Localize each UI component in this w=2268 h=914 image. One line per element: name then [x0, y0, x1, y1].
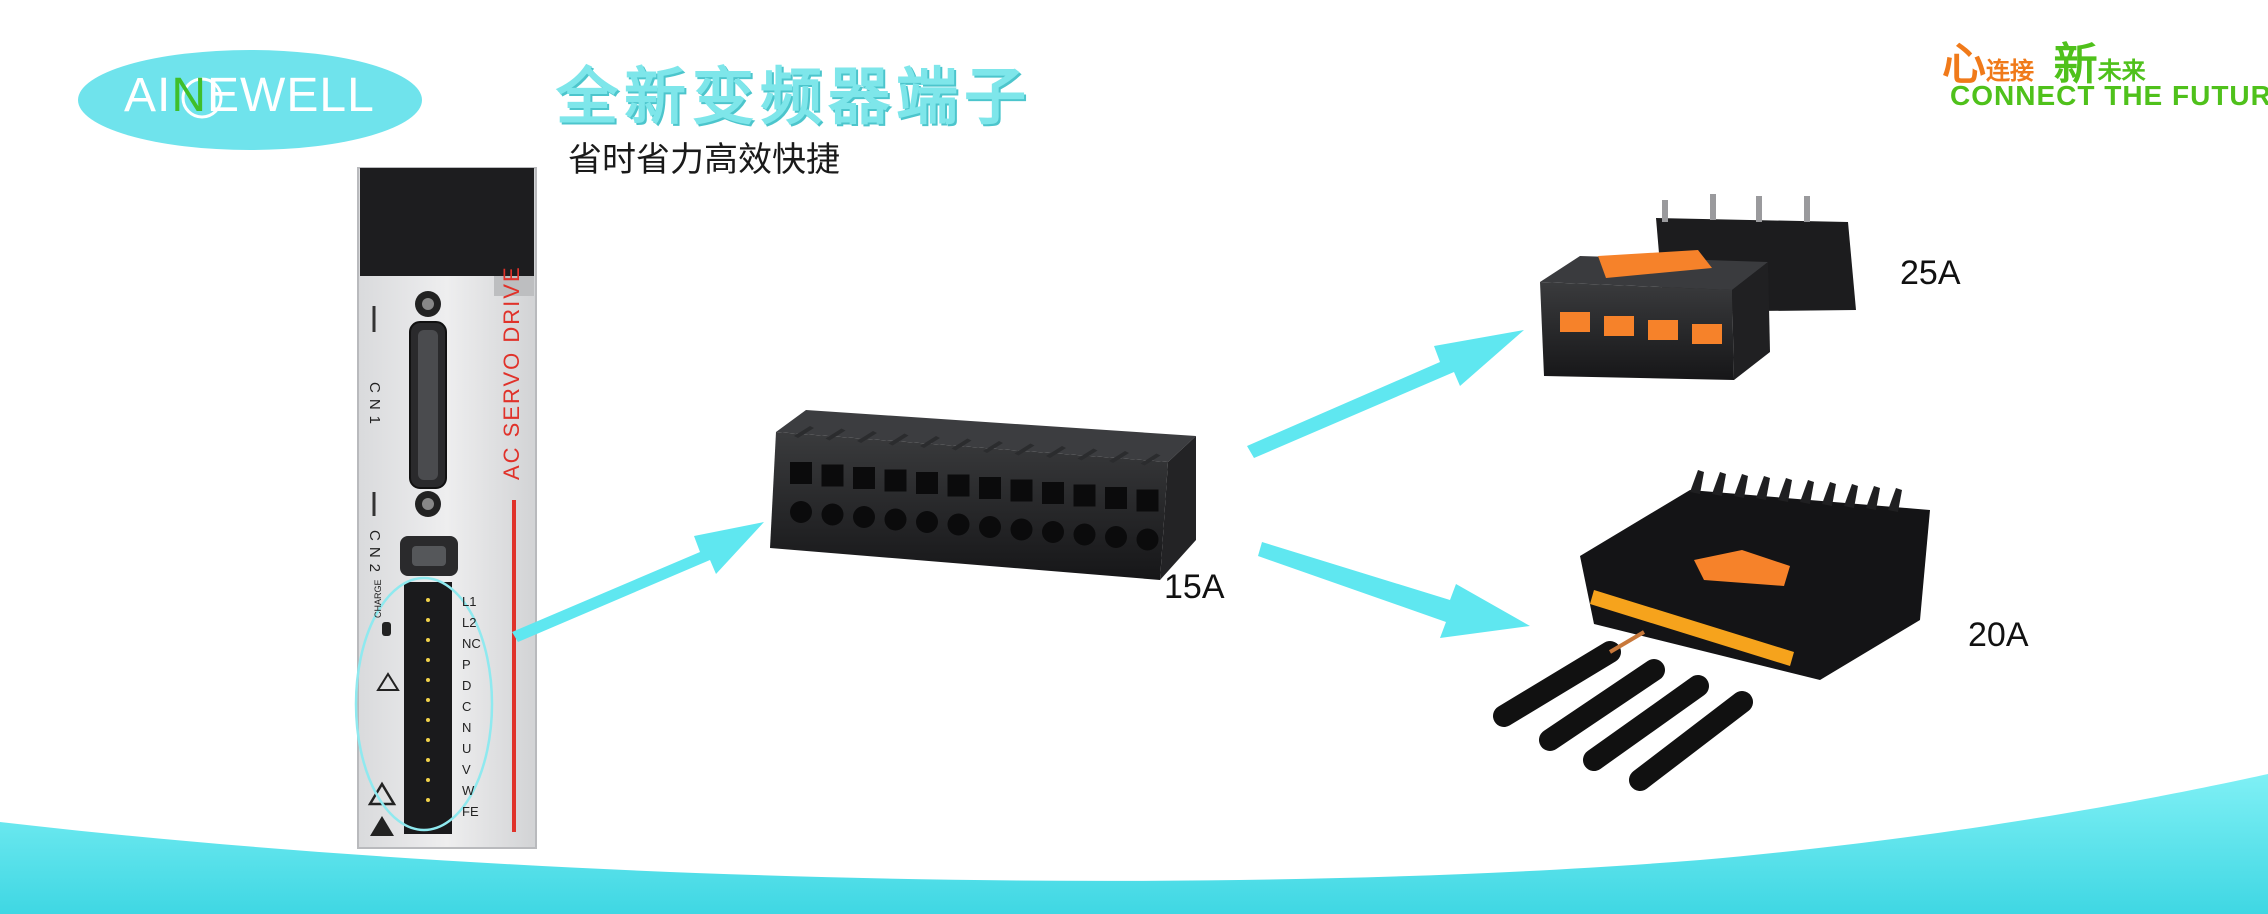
fin	[1778, 478, 1792, 502]
pin-hole	[790, 501, 812, 523]
arrow-drive-to-15a	[512, 522, 764, 642]
arrow-15a-to-20a	[1258, 542, 1530, 638]
pin-slot	[1073, 484, 1096, 507]
logo-suffix: EWELL	[207, 69, 375, 122]
pin-slot	[853, 467, 875, 489]
pin-slot	[1042, 482, 1064, 504]
rib	[1046, 446, 1066, 458]
label-20a: 20A	[1968, 616, 2029, 654]
fin	[1756, 476, 1770, 500]
cn2-label: CN2	[366, 530, 383, 578]
slogan-char2: 新	[2053, 39, 2098, 90]
latch-25a	[1598, 250, 1712, 278]
arrows	[512, 330, 1530, 642]
main-title: 全新变频器端子	[556, 60, 1033, 133]
connector-20a-image	[1493, 470, 1930, 791]
cn1-label: CN1	[366, 382, 383, 430]
terminal-label: D	[462, 678, 471, 693]
pin-slot	[947, 474, 970, 497]
connector-25a-image	[1540, 194, 1856, 380]
rib	[1014, 443, 1035, 456]
logo-prefix: AI	[124, 69, 172, 122]
shock-icon	[370, 816, 394, 836]
fin	[1866, 486, 1880, 510]
rib	[825, 428, 846, 441]
terminal-label: U	[462, 741, 471, 756]
pin-hole	[1010, 518, 1033, 541]
terminal-label: L1	[462, 594, 476, 609]
rib	[857, 431, 877, 443]
pin-hole	[853, 506, 875, 528]
fin	[1734, 474, 1748, 498]
ainewell-logo: AINEWELL	[78, 50, 425, 150]
fin	[1800, 480, 1814, 504]
rib	[794, 426, 814, 438]
fin	[1690, 470, 1704, 494]
pin-slot	[1010, 479, 1033, 502]
fin	[1844, 484, 1858, 508]
slogan-word2: 未来	[2097, 57, 2146, 85]
label-25a: 25A	[1900, 254, 1961, 292]
slogan-english: CONNECT THE FUTURE	[1950, 80, 2268, 111]
terminal-label: NC	[462, 636, 481, 651]
pin-hole	[947, 513, 970, 536]
logo-oval	[78, 50, 422, 150]
rib	[920, 436, 940, 448]
pin-slot	[1105, 487, 1127, 509]
rib	[1140, 453, 1161, 466]
pin-slot	[884, 469, 907, 492]
pin-slot	[916, 472, 938, 494]
bottom-wave	[0, 774, 2268, 914]
rib	[1077, 448, 1098, 461]
pin-hole	[1136, 528, 1159, 551]
rib	[1109, 451, 1129, 463]
drive-label: AC SERVO DRIVE	[499, 265, 524, 480]
warning-icon	[376, 672, 400, 691]
fin	[1712, 472, 1726, 496]
pin-hole	[1042, 521, 1064, 543]
terminal-label: W	[462, 783, 475, 798]
terminal-label: N	[462, 720, 471, 735]
sub-title: 省时省力高效快捷	[568, 140, 840, 180]
terminal-label: V	[462, 762, 471, 777]
slogan-char1: 心	[1942, 39, 1986, 90]
pin-hole	[884, 508, 907, 531]
arrow-15a-to-25a	[1247, 330, 1524, 458]
pin-slot	[821, 464, 844, 487]
rib	[983, 441, 1003, 453]
connector-15a-image	[770, 410, 1196, 580]
pin-hole	[979, 516, 1001, 538]
latch-20a	[1694, 550, 1790, 586]
terminal-label: FE	[462, 804, 479, 819]
servo-drive	[354, 167, 537, 849]
drive-terminal-block	[404, 582, 452, 834]
terminal-label: P	[462, 657, 471, 672]
pin-hole	[916, 511, 938, 533]
terminal-highlight	[354, 576, 494, 832]
rib	[888, 433, 909, 446]
cn2-port	[400, 536, 458, 576]
charge-label: CHARGE	[373, 579, 383, 618]
fin	[1888, 488, 1902, 512]
terminal-label: L2	[462, 615, 476, 630]
slogan-logo: 心连接 新未来 CONNECT THE FUTURE	[1938, 28, 2268, 118]
logo-letter: N	[171, 69, 208, 122]
fin	[1822, 482, 1836, 506]
label-15a: 15A	[1164, 568, 1225, 606]
pin-hole	[1073, 523, 1096, 546]
pin-hole	[1105, 526, 1127, 548]
pin-slot	[790, 462, 812, 484]
rib	[951, 438, 972, 451]
pin-slot	[1136, 489, 1159, 512]
terminal-label: C	[462, 699, 471, 714]
pin-hole	[821, 503, 844, 526]
pin-slot	[979, 477, 1001, 499]
cn1-port	[409, 291, 447, 517]
slogan-word1: 连接	[1986, 57, 2034, 85]
